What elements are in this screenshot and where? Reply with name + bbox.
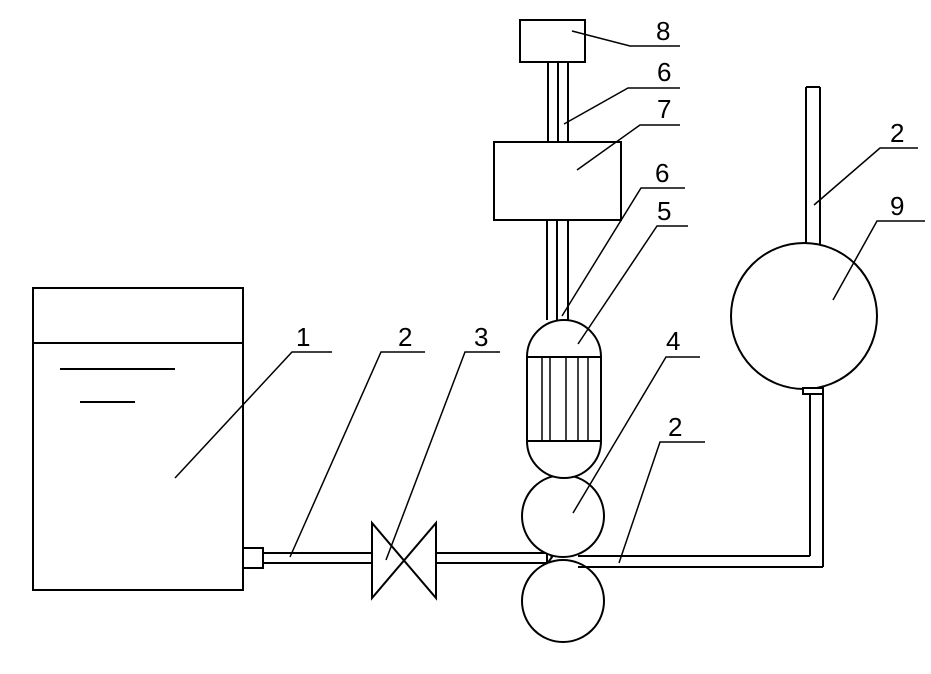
vessel <box>730 242 878 395</box>
tank-body <box>32 287 244 591</box>
part-labels: 1 2 3 4 2 5 6 7 6 8 9 2 <box>296 16 904 442</box>
outlet-pipe <box>578 392 824 568</box>
vessel-body <box>730 242 878 390</box>
lower-roller <box>521 559 605 643</box>
inlet-pipe <box>263 552 372 564</box>
label-5: 5 <box>657 196 671 226</box>
rotor-bottom-cap <box>525 440 603 479</box>
label-7: 7 <box>657 94 671 124</box>
rollers <box>521 474 605 643</box>
label-1: 1 <box>296 322 310 352</box>
label-2-outlet: 2 <box>668 412 682 442</box>
label-6-upper: 6 <box>657 57 671 87</box>
label-6-lower: 6 <box>655 158 669 188</box>
upper-shaft <box>547 62 569 142</box>
label-2-inlet: 2 <box>398 322 412 352</box>
valve-outlet-pipe <box>436 546 554 568</box>
rotor-body <box>526 356 602 442</box>
tank <box>32 287 264 591</box>
rotor-top-cap <box>525 319 603 358</box>
lower-shaft <box>546 220 569 320</box>
label-8: 8 <box>656 16 670 46</box>
leader-lines <box>174 30 925 564</box>
label-9: 9 <box>890 191 904 221</box>
rotor-assembly <box>525 319 603 479</box>
upper-roller <box>521 474 605 558</box>
tank-outlet-fitting <box>242 547 264 569</box>
label-3: 3 <box>474 322 488 352</box>
vent-pipe <box>805 86 821 244</box>
label-4: 4 <box>666 326 680 356</box>
vessel-outlet-nozzle <box>802 387 824 395</box>
drive-box <box>493 141 622 221</box>
valve <box>371 520 437 601</box>
top-box <box>519 19 586 63</box>
label-2-vent: 2 <box>890 118 904 148</box>
